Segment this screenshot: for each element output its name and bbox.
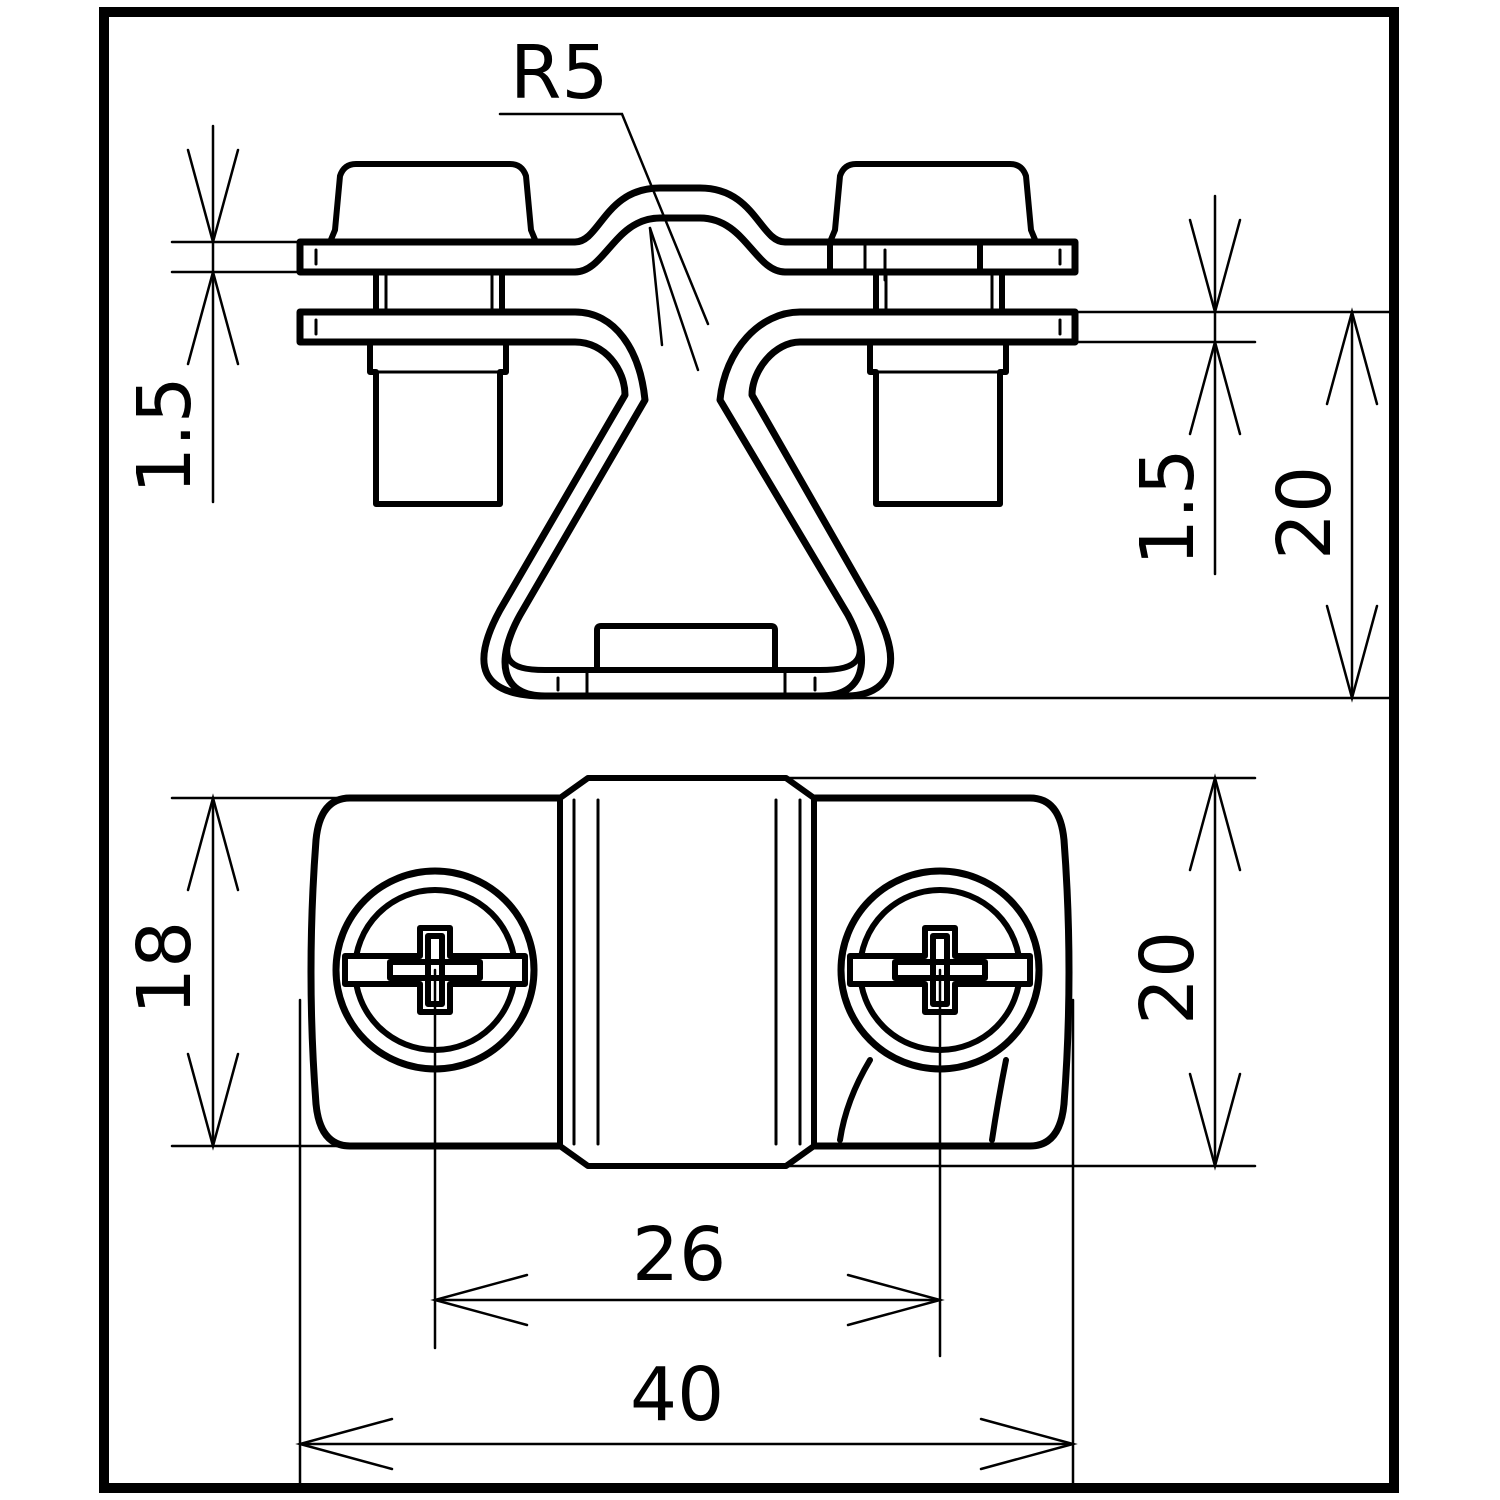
height-arrow-bottom [1325,604,1379,703]
width-arrow-top [186,793,240,892]
radius-leader [498,112,710,326]
bottom-plate [594,623,778,673]
right-shank-upper [873,269,1005,315]
height-label: 20 [1262,466,1348,560]
top-view: 18 20 26 40 [122,773,1257,1486]
width-arrow-bottom [186,1052,240,1151]
thickness-r-arrow-bottom [1188,337,1242,436]
frame-border [99,7,1399,1493]
thickness-upper-label: 1.5 [122,376,208,494]
upper-strap [296,184,1079,276]
right-shank-lower [867,339,1009,507]
radius-arrow-1 [648,226,664,347]
thickness-arrow-top [186,148,240,247]
spacing-arrow-right [846,1273,945,1327]
radius-label: R5 [510,30,609,116]
length-arrow-left [295,1417,394,1471]
left-screw-cross-icon [387,933,483,1007]
thickness-arrow-bottom [186,267,240,366]
thickness-lower-label: 1.5 [1125,448,1211,566]
right-screw-head [827,161,1039,245]
left-shank-upper [373,269,505,315]
overall-width-arrow-top [1188,773,1242,872]
bridge-band [557,775,817,1169]
height-arrow-top [1325,307,1379,406]
right-screw-cross-icon [892,933,988,1007]
thickness-r-arrow-top [1188,218,1242,317]
overall-width-arrow-bottom [1188,1072,1242,1171]
overall-width-label: 20 [1125,931,1211,1025]
left-shank-lower [367,339,509,507]
length-label: 40 [630,1352,724,1438]
radius-arrow-2 [648,226,700,372]
right-screw-shadow [837,1057,1009,1143]
side-view: R5 1.5 1.5 20 [122,30,1392,703]
spacing-label: 26 [632,1212,726,1298]
left-screw-head [327,161,539,245]
lower-strap-inner [504,397,863,673]
base-plate [307,794,1073,1150]
width-label: 18 [122,921,208,1015]
spacing-arrow-left [430,1273,529,1327]
length-arrow-right [979,1417,1078,1471]
